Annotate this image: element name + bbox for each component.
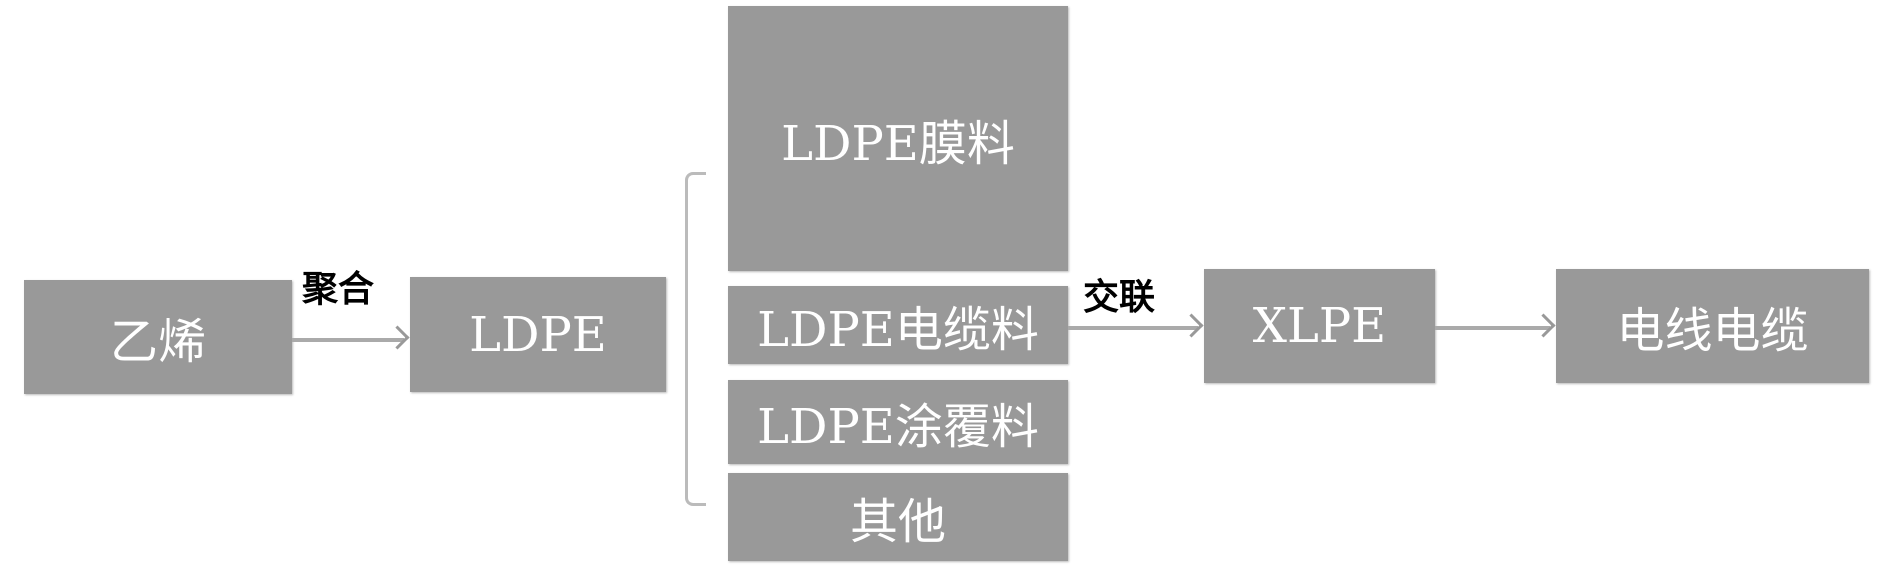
node-ldpe-film: LDPE膜料 <box>728 6 1068 271</box>
node-ethylene: 乙烯 <box>24 280 292 394</box>
node-xlpe: XLPE <box>1204 269 1435 383</box>
node-ldpe: LDPE <box>410 277 666 392</box>
node-other: 其他 <box>728 473 1068 561</box>
node-ldpe-cable: LDPE电缆料 <box>728 286 1068 364</box>
label-crosslinking: 交联 <box>1083 276 1156 318</box>
arrow-to-wire-cable <box>1435 326 1550 330</box>
arrow-polymerization <box>292 338 404 342</box>
node-wire-cable: 电线电缆 <box>1556 269 1869 383</box>
branch-bracket <box>685 172 706 506</box>
arrow-crosslinking <box>1068 326 1198 330</box>
label-polymerization: 聚合 <box>302 268 375 310</box>
node-ldpe-coating: LDPE涂覆料 <box>728 380 1068 464</box>
